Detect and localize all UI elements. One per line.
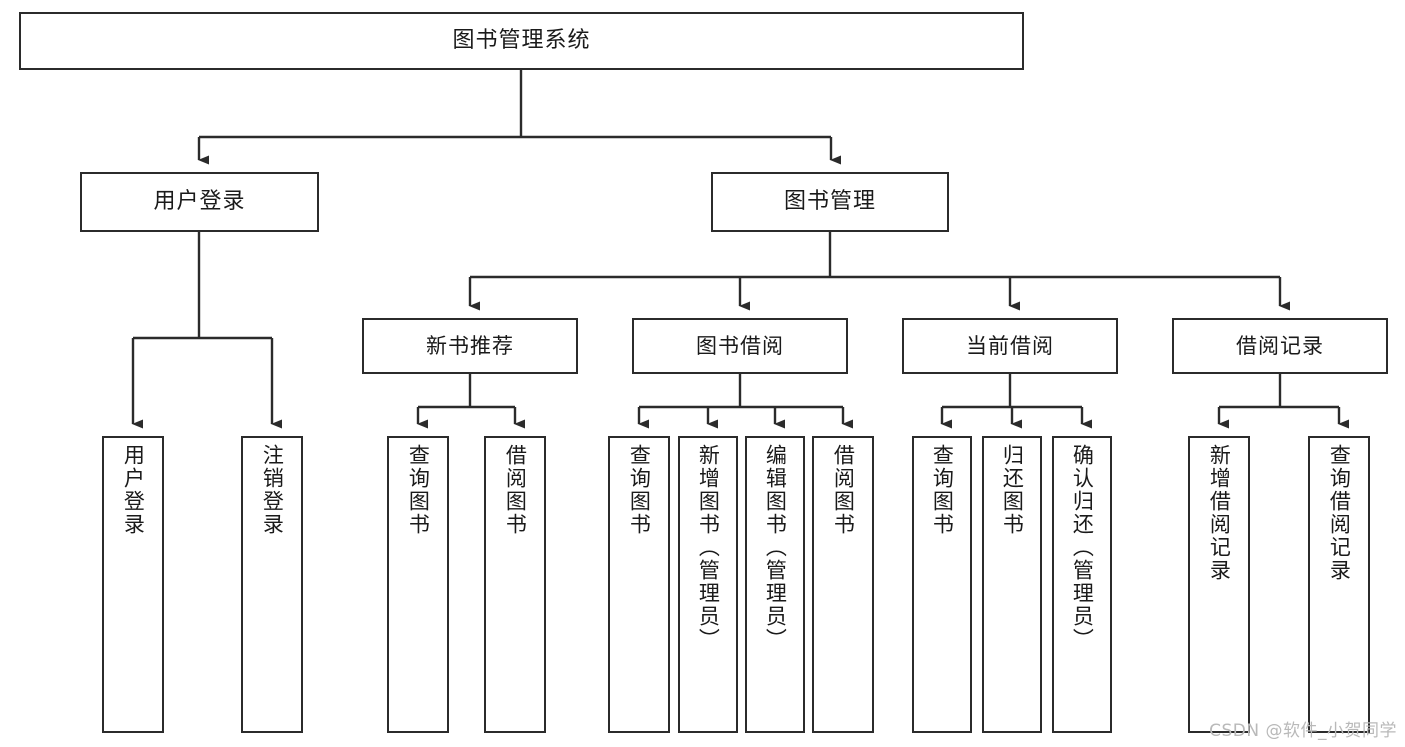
- node-label: 新书推荐: [426, 333, 514, 358]
- node-label: 注销登录: [260, 444, 285, 536]
- leaf-confirm-return[interactable]: 确认归还（管理员）: [1052, 436, 1112, 733]
- node-label: 查询图书: [627, 444, 652, 536]
- leaf-user-login[interactable]: 用户登录: [102, 436, 164, 733]
- node-label: 图书借阅: [696, 333, 784, 358]
- node-label: 借阅记录: [1236, 333, 1324, 358]
- leaf-logout-login[interactable]: 注销登录: [241, 436, 303, 733]
- node-label: 查询借阅记录: [1327, 444, 1352, 582]
- node-current-borrow[interactable]: 当前借阅: [902, 318, 1118, 374]
- node-user-login[interactable]: 用户登录: [80, 172, 319, 232]
- leaf-query-book-1[interactable]: 查询图书: [387, 436, 449, 733]
- node-label: 新增图书（管理员）: [696, 444, 721, 651]
- node-book-borrow[interactable]: 图书借阅: [632, 318, 848, 374]
- node-label: 编辑图书（管理员）: [763, 444, 788, 651]
- node-label: 图书管理系统: [452, 28, 591, 54]
- node-label: 借阅图书: [503, 444, 528, 536]
- leaf-edit-book[interactable]: 编辑图书（管理员）: [745, 436, 805, 733]
- node-label: 查询图书: [406, 444, 431, 536]
- leaf-return-book[interactable]: 归还图书: [982, 436, 1042, 733]
- leaf-query-book-3[interactable]: 查询图书: [912, 436, 972, 733]
- node-label: 查询图书: [930, 444, 955, 536]
- node-label: 归还图书: [1000, 444, 1025, 536]
- leaf-borrow-book-2[interactable]: 借阅图书: [812, 436, 874, 733]
- node-label: 确认归还（管理员）: [1070, 444, 1095, 651]
- node-root[interactable]: 图书管理系统: [19, 12, 1024, 70]
- leaf-add-record[interactable]: 新增借阅记录: [1188, 436, 1250, 733]
- node-borrow-record[interactable]: 借阅记录: [1172, 318, 1388, 374]
- node-book-manage[interactable]: 图书管理: [711, 172, 949, 232]
- leaf-query-book-2[interactable]: 查询图书: [608, 436, 670, 733]
- csdn-watermark: CSDN @软件_小贺同学: [1209, 721, 1397, 741]
- leaf-query-record[interactable]: 查询借阅记录: [1308, 436, 1370, 733]
- leaf-borrow-book-1[interactable]: 借阅图书: [484, 436, 546, 733]
- node-label: 用户登录: [121, 444, 146, 536]
- node-label: 当前借阅: [966, 333, 1054, 358]
- node-label: 新增借阅记录: [1207, 444, 1232, 582]
- node-label: 用户登录: [153, 189, 246, 215]
- leaf-add-book[interactable]: 新增图书（管理员）: [678, 436, 738, 733]
- node-label: 图书管理: [783, 189, 876, 215]
- node-new-book-recommend[interactable]: 新书推荐: [362, 318, 578, 374]
- node-label: 借阅图书: [831, 444, 856, 536]
